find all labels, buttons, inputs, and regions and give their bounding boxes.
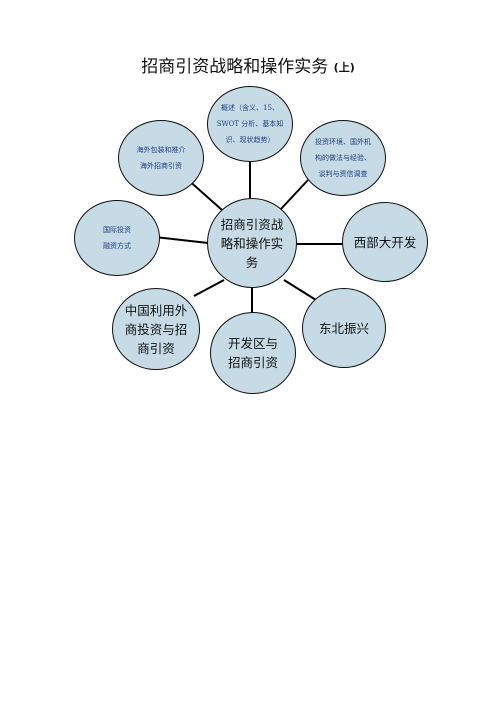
- title-main: 招商引资战略和操作实务: [141, 57, 329, 77]
- title-sub: (上): [333, 61, 355, 74]
- node-top-right: 投资环境、国外机 构的做法与经验、 谈判与资信调查: [300, 120, 386, 196]
- connector-left: [154, 236, 209, 244]
- node-bottom-label: 开发区与 招商引资: [227, 336, 278, 370]
- node-top-right-label: 投资环境、国外机 构的做法与经验、 谈判与资信调查: [315, 138, 371, 178]
- node-left-label: 国际投资 融资方式: [103, 226, 131, 250]
- node-bottom-right: 东北振兴: [302, 288, 386, 368]
- connector-bottom-left: [193, 279, 225, 297]
- node-bottom-left: 中国利用外 商投资与招 商引资: [112, 288, 200, 370]
- node-bottom-right-label: 东北振兴: [318, 320, 369, 336]
- connector-top-right: [279, 179, 309, 211]
- connector-bottom-right: [283, 279, 317, 301]
- node-top-label: 概述（含义、15、 SWOT 分析、基本知 识、现状趋势）: [216, 104, 284, 144]
- node-left: 国际投资 融资方式: [74, 200, 160, 276]
- node-right-label: 西部大开发: [353, 234, 417, 250]
- center-node-label: 招商引资战 略和操作实 务: [220, 216, 284, 270]
- node-top: 概述（含义、15、 SWOT 分析、基本知 识、现状趋势）: [207, 86, 293, 162]
- node-bottom-left-label: 中国利用外 商投资与招 商引资: [124, 302, 188, 356]
- node-top-left: 海外包装和推介 海外招商引资: [118, 120, 204, 196]
- page-title: 招商引资战略和操作实务 (上): [0, 52, 496, 77]
- center-node: 招商引资战 略和操作实 务: [207, 198, 297, 288]
- node-right: 西部大开发: [342, 202, 428, 282]
- node-bottom: 开发区与 招商引资: [210, 312, 296, 394]
- node-top-left-label: 海外包装和推介 海外招商引资: [136, 146, 186, 170]
